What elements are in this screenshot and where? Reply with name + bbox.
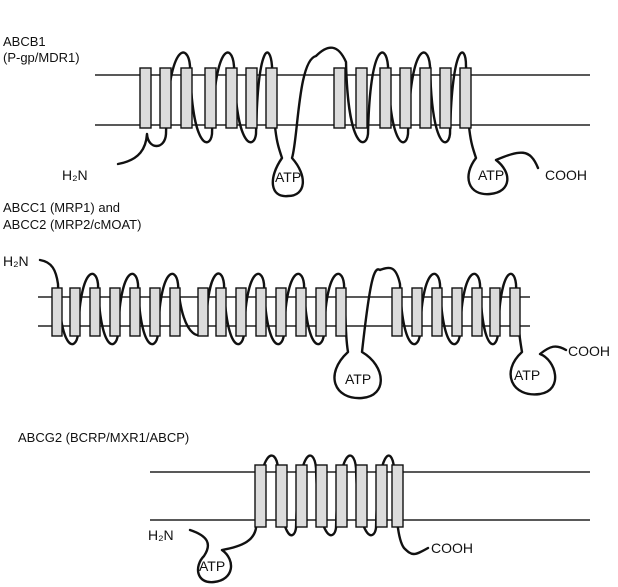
tm-helix <box>296 465 307 527</box>
abcc1-abcc2-diagram: ABCC1 (MRP1) and ABCC2 (MRP2/cMOAT) <box>3 200 610 398</box>
abcb1-diagram: ABCB1 (P-gp/MDR1) H₂N ATP ATP COOH <box>3 34 590 196</box>
tm-helix <box>490 288 500 336</box>
abcc-subtitle: ABCC2 (MRP2/cMOAT) <box>3 217 141 232</box>
tm-helix <box>255 465 266 527</box>
tm-helix <box>52 288 62 336</box>
abcb1-c-terminus: COOH <box>545 167 587 183</box>
tm-helix <box>276 465 287 527</box>
tm-helix <box>452 288 462 336</box>
abcc-title: ABCC1 (MRP1) and <box>3 200 120 215</box>
tm-helix <box>198 288 208 336</box>
tm-helix <box>226 68 237 128</box>
tm-helix <box>412 288 422 336</box>
tm-helix <box>420 68 431 128</box>
tm-helix <box>181 68 192 128</box>
tm-helix <box>150 288 160 336</box>
tm-helix <box>336 465 347 527</box>
tm-helix <box>356 68 367 128</box>
tm-helix <box>432 288 442 336</box>
abcb1-title: ABCB1 <box>3 34 46 49</box>
abcg2-diagram: ABCG2 (BCRP/MXR1/ABCP) H₂N ATP COOH <box>18 430 590 582</box>
abcg2-atp-label: ATP <box>199 558 225 574</box>
tm-helix <box>400 68 411 128</box>
tm-helix <box>334 68 345 128</box>
abcb1-helix-group <box>140 68 471 128</box>
tm-helix <box>216 288 226 336</box>
tm-helix <box>140 68 151 128</box>
abcb1-n-terminus: H₂N <box>62 167 88 183</box>
tm-helix <box>440 68 451 128</box>
tm-helix <box>256 288 266 336</box>
tm-helix <box>236 288 246 336</box>
tm-helix <box>276 288 286 336</box>
abcb1-atp-label-2: ATP <box>478 167 504 183</box>
abcb1-atp-label-1: ATP <box>275 169 301 185</box>
tm-helix <box>70 288 80 336</box>
tm-helix <box>266 68 277 128</box>
tm-helix <box>170 288 180 336</box>
tm-helix <box>392 465 403 527</box>
abcc-n-terminus: H₂N <box>3 253 29 269</box>
abcg2-c-terminus: COOH <box>431 540 473 556</box>
tm-helix <box>356 465 367 527</box>
tm-helix <box>130 288 140 336</box>
tm-helix <box>316 288 326 336</box>
abcc-c-terminus: COOH <box>568 343 610 359</box>
abcg2-n-terminus: H₂N <box>148 527 174 543</box>
abcg2-title: ABCG2 (BCRP/MXR1/ABCP) <box>18 430 189 445</box>
tm-helix <box>316 465 327 527</box>
tm-helix <box>380 68 391 128</box>
abcb1-subtitle: (P-gp/MDR1) <box>3 50 80 65</box>
tm-helix <box>376 465 387 527</box>
tm-helix <box>205 68 216 128</box>
abcc-atp-label-2: ATP <box>514 367 540 383</box>
tm-helix <box>90 288 100 336</box>
tm-helix <box>460 68 471 128</box>
tm-helix <box>510 288 520 336</box>
tm-helix <box>246 68 257 128</box>
tm-helix <box>392 288 402 336</box>
tm-helix <box>110 288 120 336</box>
tm-helix <box>472 288 482 336</box>
abcg2-helix-group <box>255 465 403 527</box>
tm-helix <box>296 288 306 336</box>
tm-helix <box>160 68 171 128</box>
tm-helix <box>336 288 346 336</box>
abcc-atp-label-1: ATP <box>345 371 371 387</box>
